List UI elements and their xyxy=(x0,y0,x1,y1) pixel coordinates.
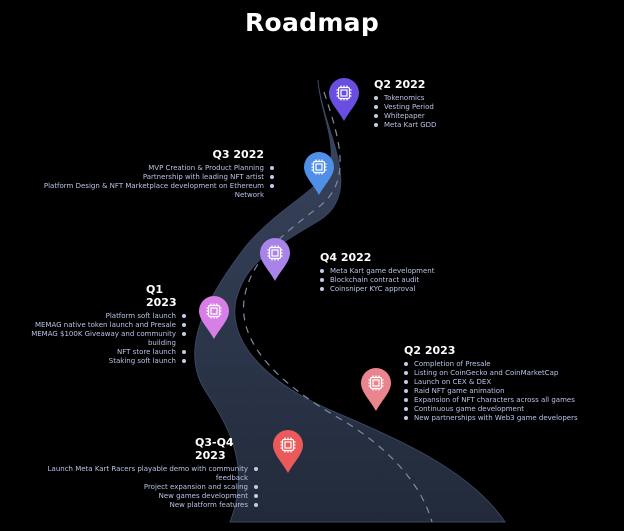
milestone-heading: Q2 2022 xyxy=(374,78,426,91)
milestone-list: Launch Meta Kart Racers playable demo wi… xyxy=(20,465,258,510)
milestone-heading: Q3-Q4 2023 xyxy=(195,436,234,462)
list-item: Listing on CoinGecko and CoinMarketCap xyxy=(404,369,604,378)
list-item: New games development xyxy=(20,492,258,501)
milestone-list: Platform soft launch MEMAG native token … xyxy=(20,312,186,366)
milestone-q1-2023: Q1 2023 Platform soft launch MEMAG nativ… xyxy=(20,283,186,366)
pin-q3-2022 xyxy=(304,152,334,195)
milestone-list: MVP Creation & Product Planning Partners… xyxy=(20,164,274,200)
list-item: Continuous game development xyxy=(404,405,604,414)
list-item: Vesting Period xyxy=(374,103,494,112)
list-item: Meta Kart game development xyxy=(320,267,470,276)
list-item: New partnerships with Web3 game develope… xyxy=(404,414,604,423)
list-item: Partnership with leading NFT artist xyxy=(20,173,274,182)
milestone-list: Meta Kart game development Blockchain co… xyxy=(320,267,470,294)
pin-q1-2023 xyxy=(199,296,229,339)
list-item: Launch on CEX & DEX xyxy=(404,378,604,387)
list-item: Project expansion and scaling xyxy=(20,483,258,492)
chip-icon xyxy=(368,375,384,391)
list-item: Network xyxy=(234,191,264,199)
list-item: New platform features xyxy=(20,501,258,510)
milestone-list: Tokenomics Vesting Period Whitepaper Met… xyxy=(374,94,494,130)
list-item: Platform Design & NFT Marketplace develo… xyxy=(20,182,274,191)
list-item: NFT store launch xyxy=(20,348,186,357)
list-item: Raid NFT game animation xyxy=(404,387,604,396)
page-title: Roadmap xyxy=(244,8,380,37)
chip-icon xyxy=(336,85,352,101)
list-item: Whitepaper xyxy=(374,112,494,121)
milestone-heading: Q4 2022 xyxy=(320,251,372,264)
pin-q2-2022 xyxy=(329,78,359,121)
list-item: Tokenomics xyxy=(374,94,494,103)
list-item: Completion of Presale xyxy=(404,360,604,369)
milestone-list: Completion of Presale Listing on CoinGec… xyxy=(404,360,604,423)
list-item: Coinsniper KYC approval xyxy=(320,285,470,294)
list-item: feedback xyxy=(215,474,248,482)
milestone-q2-2022: Q2 2022 Tokenomics Vesting Period Whitep… xyxy=(374,78,494,130)
list-item: Blockchain contract audit xyxy=(320,276,470,285)
chip-icon xyxy=(311,159,327,175)
road-center-dashes xyxy=(242,91,433,523)
list-item: Meta Kart GDD xyxy=(374,121,494,130)
milestone-q3q4-2023: Q3-Q4 2023 Launch Meta Kart Racers playa… xyxy=(20,436,258,510)
list-item: Staking soft launch xyxy=(20,357,186,366)
list-item: Launch Meta Kart Racers playable demo wi… xyxy=(20,465,258,474)
list-item: Platform soft launch xyxy=(20,312,186,321)
chip-icon xyxy=(206,303,222,319)
chip-icon xyxy=(267,245,283,261)
list-item: Expansion of NFT characters across all g… xyxy=(404,396,604,405)
chip-icon xyxy=(280,437,296,453)
list-item: building xyxy=(147,339,176,347)
list-item: MVP Creation & Product Planning xyxy=(20,164,274,173)
road-surface xyxy=(194,79,506,523)
milestone-q2-2023: Q2 2023 Completion of Presale Listing on… xyxy=(404,344,604,423)
milestone-q3-2022: Q3 2022 MVP Creation & Product Planning … xyxy=(20,148,274,200)
list-item: MEMAG native token launch and Presale xyxy=(20,321,186,330)
milestone-heading: Q2 2023 xyxy=(404,344,456,357)
milestone-heading: Q3 2022 xyxy=(212,148,264,161)
pin-q2-2023 xyxy=(361,368,391,411)
milestone-heading: Q1 2023 xyxy=(146,283,177,309)
list-item: MEMAG $100K Giveaway and community xyxy=(20,330,186,339)
pin-q3q4-2023 xyxy=(273,430,303,473)
pin-q4-2022 xyxy=(260,238,290,281)
milestone-q4-2022: Q4 2022 Meta Kart game development Block… xyxy=(320,251,470,294)
